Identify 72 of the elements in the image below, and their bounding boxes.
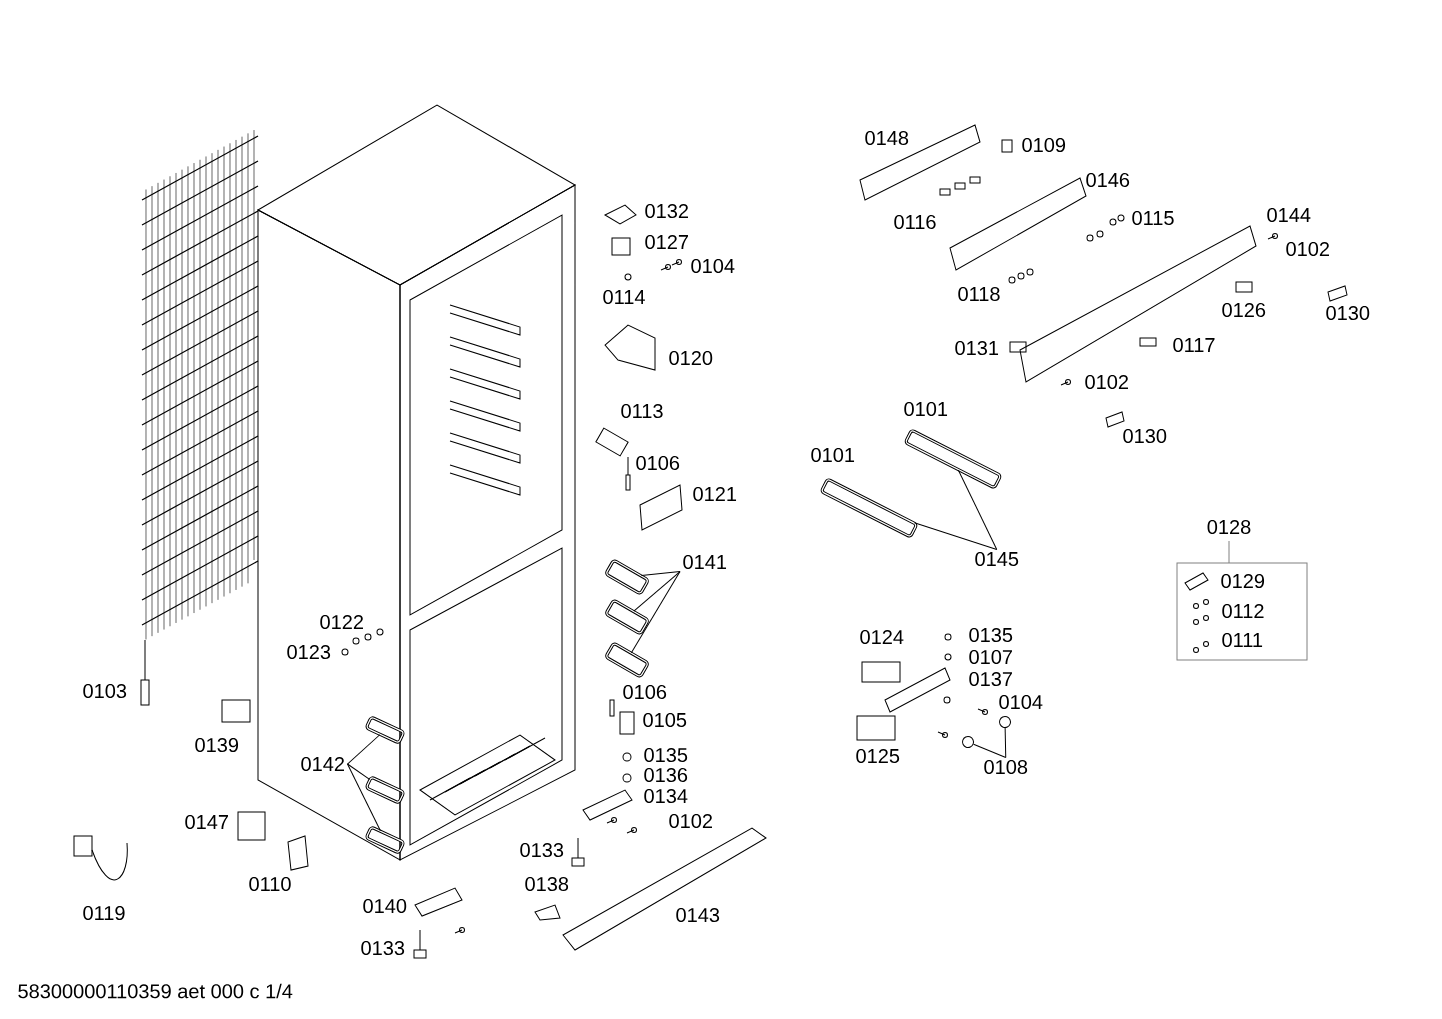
callout-number: 0126 [1222,302,1266,318]
callout-number: 0115 [1132,210,1174,226]
node-label: 0128 [1207,519,1251,535]
callout-number: 0135 [969,627,1013,643]
callout-number: 0121 [693,486,737,502]
callout-number: 0130 [1123,428,1167,444]
callout-number: 0120 [669,350,713,366]
callout-number: 0130 [1326,305,1370,321]
callout-number: 0102 [1286,241,1329,257]
callout-number: 0142 [301,756,344,772]
part-drawing [820,478,918,538]
callout-number: 0108 [984,759,1028,775]
callout-number: 0138 [525,876,569,892]
leader-line [913,522,998,550]
callout-number: 0137 [969,671,1012,687]
callout-number: 0141 [683,554,727,570]
part-drawing [365,716,405,744]
callout-number: 0145 [975,551,1019,567]
part-drawing [999,716,1011,728]
part-drawing [365,776,405,804]
leader-line [957,469,998,550]
callout-number: 0123 [287,644,331,660]
leader-line [640,571,681,577]
callout-number: 0124 [860,629,904,645]
callout-number: 0133 [520,842,564,858]
callout-number: 0135 [644,747,688,763]
part-drawing [605,559,649,595]
callout-number: 0139 [195,737,239,753]
part-drawing [962,736,974,748]
callout-number: 0127 [645,234,688,250]
callout-number: 0132 [645,203,688,219]
callout-number: 0110 [249,876,291,892]
callout-number: 0119 [83,905,125,921]
callout-number: 0103 [83,683,127,699]
callout-number: 0143 [676,907,720,923]
drawing-number: 58300000110359 aet 000 c 1/4 [18,983,293,999]
callout-number: 0118 [958,286,1000,302]
callout-number: 0111 [1222,632,1263,648]
leader-line [347,763,371,780]
leader-line [633,571,681,612]
leader-line [630,571,681,654]
callout-number: 0114 [603,289,645,305]
callout-number: 0136 [644,767,688,783]
callout-number: 0129 [1221,573,1265,589]
callout-number: 0104 [691,258,735,274]
callout-number: 0134 [644,788,688,804]
leader-line [1004,727,1007,758]
callout-number: 0117 [1173,337,1215,353]
part-drawing [605,599,649,635]
callout-number: 0106 [636,455,680,471]
callout-number: 0116 [894,214,936,230]
part-drawing [365,826,405,854]
callout-number: 0102 [669,813,712,829]
leader-line [347,734,381,765]
callout-number: 0107 [969,649,1012,665]
callout-number: 0146 [1086,172,1130,188]
callout-number: 0122 [320,614,363,630]
callout-number: 0112 [1222,603,1264,619]
callout-number: 0105 [643,712,687,728]
part-drawing [605,642,649,678]
callout-number: 0131 [955,340,999,356]
callout-number: 0113 [621,403,663,419]
callout-number: 0102 [1085,374,1128,390]
leader-line [973,743,1007,758]
part-drawing [904,429,1002,489]
callout-number: 0148 [865,130,909,146]
leader-line [347,763,381,832]
callout-number: 0144 [1267,207,1311,223]
callout-number: 0125 [856,748,900,764]
callout-number: 0133 [361,940,405,956]
callout-number: 0147 [185,814,228,830]
callout-number: 0109 [1022,137,1066,153]
